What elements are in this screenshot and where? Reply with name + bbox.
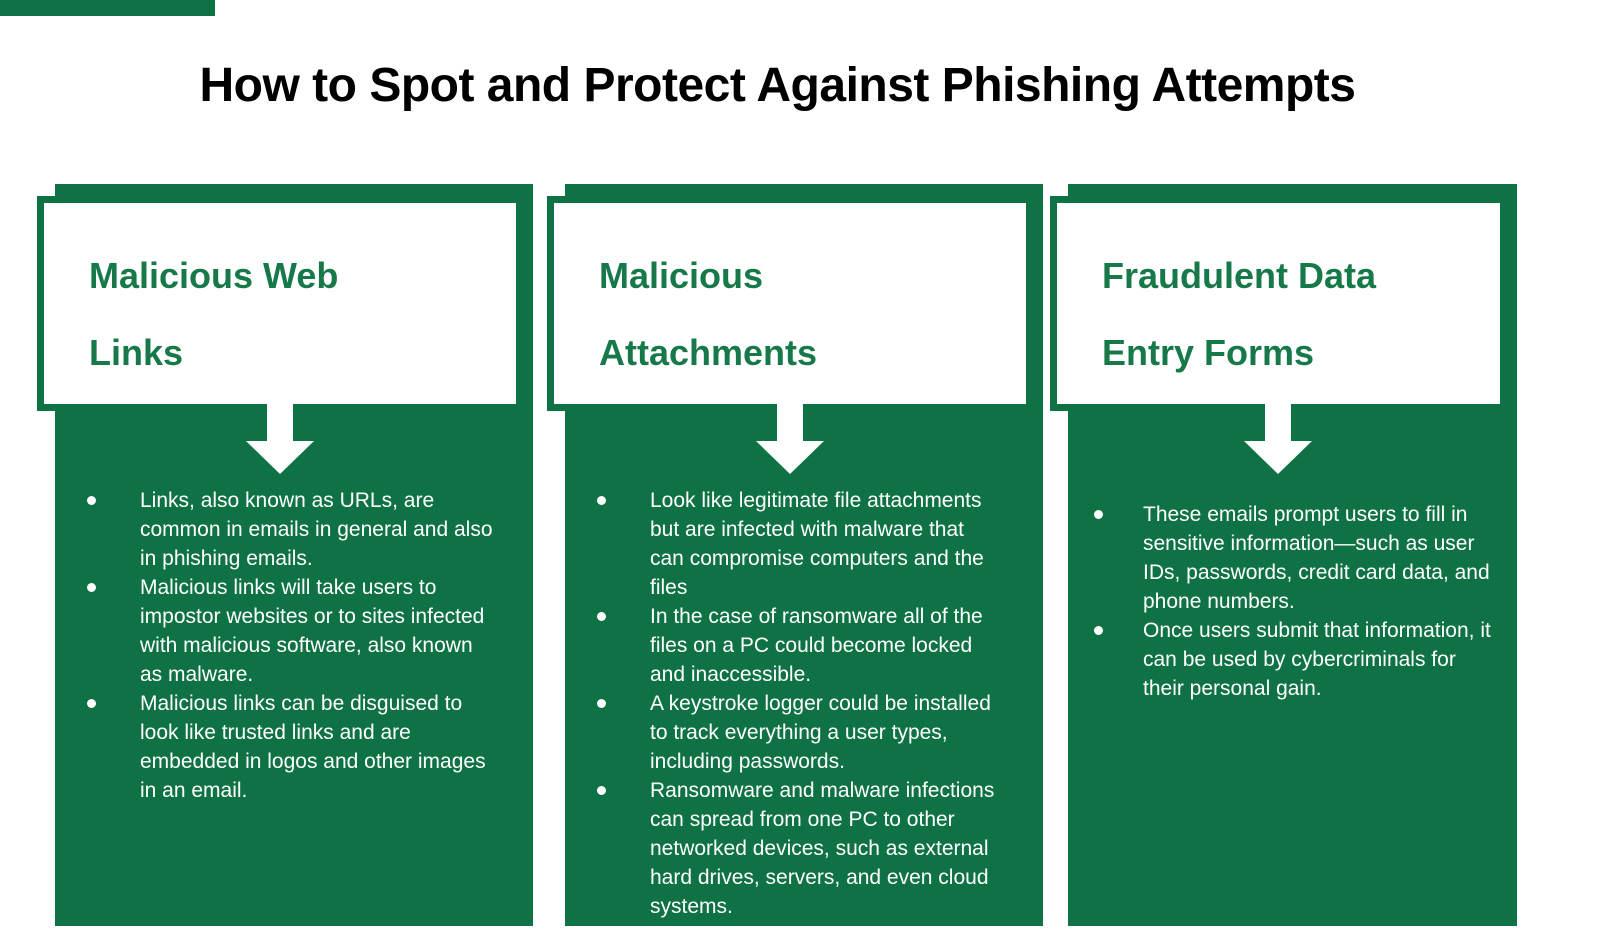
column-header-title: Fraudulent Data Entry Forms [1102,255,1377,373]
down-arrow-icon [246,404,314,474]
column-malicious-attachments: Malicious Attachments Look like legitima… [547,184,1043,926]
page-title: How to Spot and Protect Against Phishing… [199,59,1356,112]
list-item-text: Links, also known as URLs, are common in… [140,489,493,570]
list-item: In the case of ransomware all of the fil… [597,602,1035,689]
column-header-box: Fraudulent Data Entry Forms [1050,196,1507,411]
list-item-text: In the case of ransomware all of the fil… [650,605,983,686]
down-arrow-icon [1244,404,1312,474]
list-item: Ransomware and malware infections can sp… [597,776,1035,921]
list-item-text: Once users submit that information, it c… [1143,619,1491,700]
list-item-text: Ransomware and malware infections can sp… [650,779,995,918]
bullet-list: Links, also known as URLs, are common in… [37,486,533,805]
column-header-title: Malicious Web Links [89,255,339,373]
bullet-list: Look like legitimate file attachments bu… [547,486,1043,921]
bullet-dot-icon [87,699,96,708]
column-header-box: Malicious Attachments [547,196,1033,411]
bullet-dot-icon [87,496,96,505]
bullet-dot-icon [597,786,606,795]
bullet-dot-icon [87,583,96,592]
bullet-list-items: These emails prompt users to fill in sen… [1050,500,1517,703]
list-item: Malicious links will take users to impos… [87,573,525,689]
list-item: A keystroke logger could be installed to… [597,689,1035,776]
list-item: Once users submit that information, it c… [1094,616,1509,703]
bullet-dot-icon [597,496,606,505]
bullet-list-items: Look like legitimate file attachments bu… [547,486,1043,921]
list-item-text: Malicious links will take users to impos… [140,576,485,686]
list-item-text: A keystroke logger could be installed to… [650,692,991,773]
list-item: Malicious links can be disguised to look… [87,689,525,805]
column-fraudulent-data-entry-forms: Fraudulent Data Entry Forms These emails… [1050,184,1517,926]
top-left-accent-bar [0,0,215,16]
list-item-text: Look like legitimate file attachments bu… [650,489,984,599]
list-item-text: Malicious links can be disguised to look… [140,692,486,802]
list-item: Links, also known as URLs, are common in… [87,486,525,573]
bullet-dot-icon [597,612,606,621]
bullet-list-items: Links, also known as URLs, are common in… [37,486,533,805]
bullet-dot-icon [597,699,606,708]
column-malicious-web-links: Malicious Web Links Links, also known as… [37,184,533,926]
column-header-title: Malicious Attachments [599,255,818,373]
bullet-dot-icon [1094,626,1103,635]
list-item-text: These emails prompt users to fill in sen… [1143,503,1490,613]
column-header-box: Malicious Web Links [37,196,523,411]
bullet-dot-icon [1094,510,1103,519]
list-item: These emails prompt users to fill in sen… [1094,500,1509,616]
bullet-list: These emails prompt users to fill in sen… [1050,500,1517,703]
down-arrow-icon [756,404,824,474]
list-item: Look like legitimate file attachments bu… [597,486,1035,602]
